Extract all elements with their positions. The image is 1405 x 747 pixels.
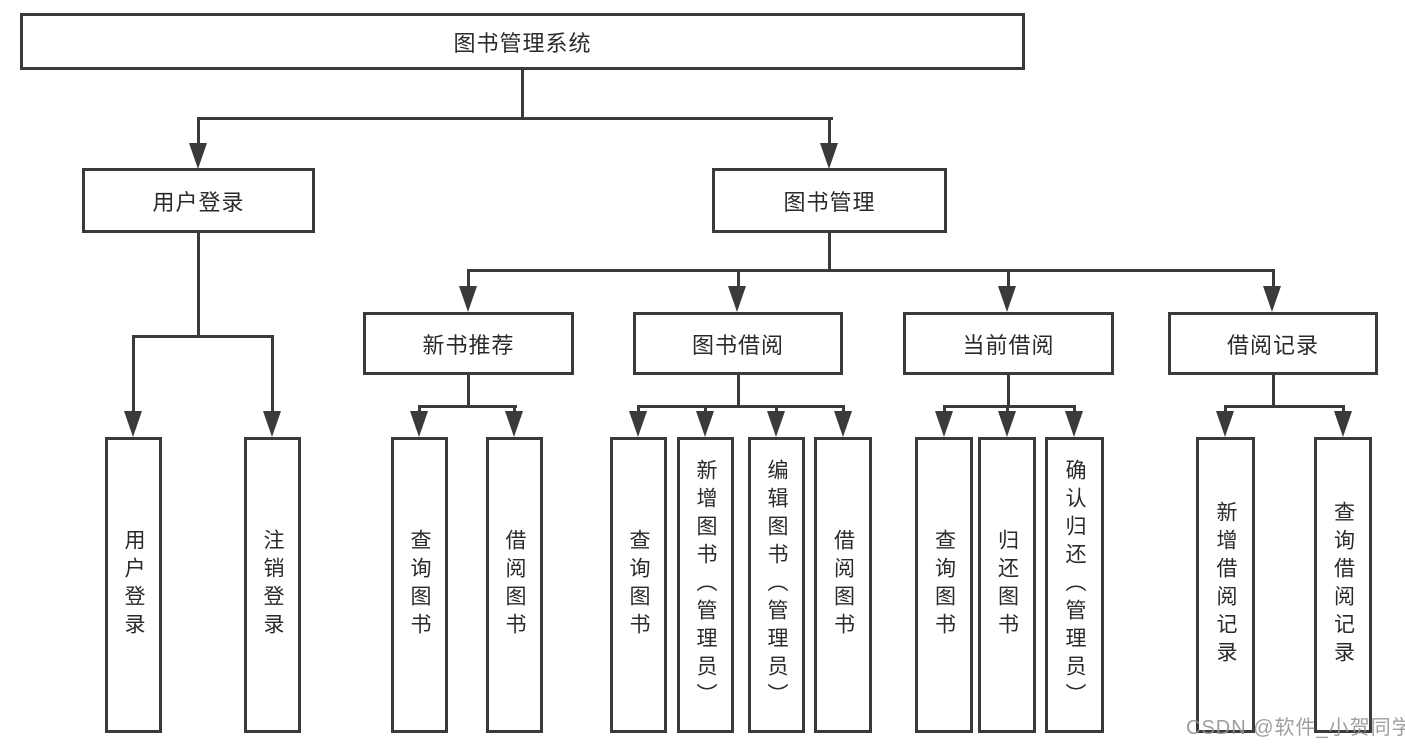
arrowhead-down [696,411,714,437]
connector-line [467,375,470,408]
node-label: 图书管理系统 [453,30,592,56]
connector-line [737,269,740,293]
arrowhead-down [189,143,207,169]
leaf-borrow-books: 借阅图书 [814,437,872,733]
connector-line [1342,405,1345,415]
connector-line [637,405,640,415]
leaf-confirm-return-admin: 确认归还（管理员） [1045,437,1104,733]
node-label: 新书推荐 [422,332,515,358]
arrowhead-down [629,411,647,437]
arrowhead-down [124,411,142,437]
arrowhead-down [1216,411,1234,437]
connector-line [704,405,707,415]
connector-line [467,269,470,293]
leaf-label: 查询图书 [932,529,956,641]
connector-line [132,335,274,338]
node-label: 用户登录 [152,189,245,215]
arrowhead-down [410,411,428,437]
connector-line [418,405,517,408]
node-book-management: 图书管理 [712,168,947,233]
leaf-label: 查询图书 [408,529,431,641]
arrowhead-down [834,411,852,437]
node-user-login: 用户登录 [82,168,315,233]
arrowhead-down [263,411,281,437]
node-label: 借阅记录 [1226,332,1319,358]
connector-line [1272,269,1275,293]
connector-line [1007,375,1010,408]
leaf-query-borrow-record: 查询借阅记录 [1314,437,1372,733]
connector-line [197,117,200,145]
arrowhead-down [728,286,746,312]
leaf-return-books: 归还图书 [978,437,1036,733]
leaf-label: 借阅图书 [503,529,526,641]
leaf-label: 借阅图书 [831,529,855,641]
arrowhead-down [459,286,477,312]
connector-line [513,405,516,415]
node-borrowing-records: 借阅记录 [1168,312,1378,375]
connector-line [828,117,831,145]
connector-line [943,405,946,415]
connector-line [1006,405,1009,415]
arrowhead-down [767,411,785,437]
node-book-borrowing: 图书借阅 [633,312,843,375]
leaf-edit-books-admin: 编辑图书（管理员） [748,437,805,733]
arrowhead-down [505,411,523,437]
connector-line [418,405,421,415]
arrowhead-down [1065,411,1083,437]
node-current-borrowing: 当前借阅 [903,312,1114,375]
leaf-add-borrow-record: 新增借阅记录 [1196,437,1255,733]
connector-line [271,335,274,413]
node-library-management-system: 图书管理系统 [20,13,1025,70]
connector-line [1007,269,1010,293]
connector-line [842,405,845,415]
leaf-label: 编辑图书（管理员） [765,459,788,711]
leaf-query-books-current: 查询图书 [915,437,973,733]
leaf-label: 确认归还（管理员） [1063,459,1086,711]
arrowhead-down [1263,286,1281,312]
connector-line [467,269,1275,272]
connector-line [197,117,833,120]
csdn-watermark: CSDN @软件_小贺同学 [1186,717,1405,739]
leaf-query-books-newbook: 查询图书 [391,437,448,733]
leaf-query-books-borrow: 查询图书 [610,437,667,733]
leaf-label: 查询借阅记录 [1331,501,1355,669]
arrowhead-down [935,411,953,437]
leaf-label: 查询图书 [627,529,650,641]
connector-line [1224,405,1345,408]
connector-line [1073,405,1076,415]
node-label: 图书管理 [783,189,876,215]
connector-line [828,232,831,272]
connector-line [637,405,845,408]
arrowhead-down [998,286,1016,312]
leaf-label: 新增图书（管理员） [694,459,717,711]
arrowhead-down [1334,411,1352,437]
arrowhead-down [820,143,838,169]
connector-line [1272,375,1275,408]
connector-line [132,335,135,413]
connector-line [197,232,200,337]
connector-line [775,405,778,415]
connector-line [1224,405,1227,415]
node-label: 图书借阅 [691,332,784,358]
leaf-label: 注销登录 [261,529,284,641]
leaf-label: 用户登录 [122,529,145,641]
leaf-add-books-admin: 新增图书（管理员） [677,437,734,733]
node-new-book-recommendation: 新书推荐 [363,312,574,375]
leaf-user-login: 用户登录 [105,437,162,733]
leaf-label: 新增借阅记录 [1214,501,1237,669]
connector-line [521,69,524,120]
leaf-borrow-books-newbook: 借阅图书 [486,437,543,733]
connector-line [737,375,740,408]
leaf-label: 归还图书 [995,529,1019,641]
node-label: 当前借阅 [962,332,1055,358]
arrowhead-down [998,411,1016,437]
connector-line [943,405,1076,408]
leaf-logout: 注销登录 [244,437,301,733]
